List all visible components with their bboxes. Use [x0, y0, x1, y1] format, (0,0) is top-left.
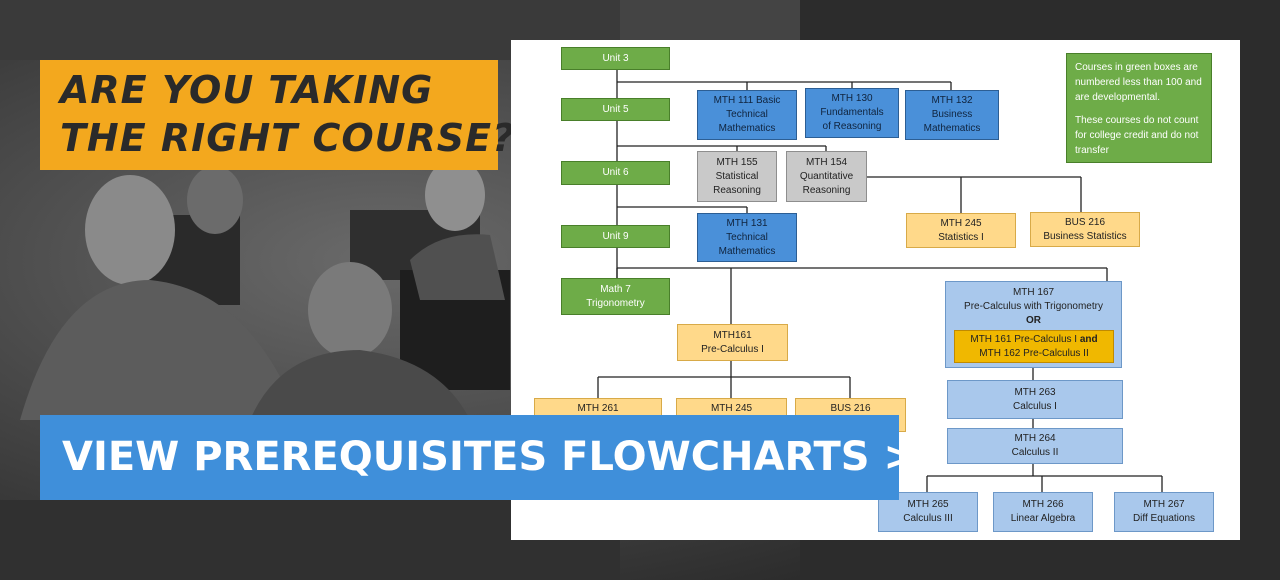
- node-sublabel: Reasoning: [713, 184, 761, 196]
- node-label: BUS 216: [1064, 216, 1106, 228]
- node-sublabel: Technical: [726, 109, 768, 120]
- node-label: MTH 131: [726, 217, 768, 229]
- node-unit-9: Unit 9: [561, 225, 670, 248]
- node-sublabel: Trigonometry: [586, 297, 645, 309]
- node-label: MTH 130: [831, 93, 873, 104]
- node-sublabel: Pre-Calculus with Trigonometry: [964, 301, 1103, 312]
- node-mth-132: MTH 132 Business Mathematics: [905, 90, 999, 140]
- node-sublabel: Quantitative: [799, 170, 854, 182]
- headline-banner: ARE YOU TAKING THE RIGHT COURSE?: [40, 60, 514, 170]
- node-label: Math 7: [600, 283, 631, 295]
- node-unit-5: Unit 5: [561, 98, 670, 121]
- node-mth-131: MTH 131 Technical Mathematics: [697, 213, 797, 262]
- node-label: BUS 216: [830, 403, 871, 414]
- node-and-label: and: [1079, 333, 1098, 345]
- node-sublabel: Calculus II: [1011, 447, 1059, 458]
- node-sublabel: of Reasoning: [822, 121, 882, 132]
- node-mth-264: MTH 264 Calculus II: [947, 428, 1123, 464]
- legend-note: Courses in green boxes are numbered less…: [1066, 53, 1212, 163]
- node-mth-266: MTH 266 Linear Algebra: [993, 492, 1093, 532]
- node-mth-154: MTH 154 Quantitative Reasoning: [786, 151, 867, 202]
- node-sublabel: Calculus III: [903, 513, 953, 524]
- node-label: MTH 261: [577, 403, 619, 414]
- node-sublabel: Calculus I: [1013, 400, 1057, 412]
- node-label: MTH 267: [1143, 499, 1185, 510]
- node-label: MTH 161 Pre-Calculus I: [970, 333, 1080, 345]
- node-mth-161-162: MTH 161 Pre-Calculus I and MTH 162 Pre-C…: [954, 330, 1114, 363]
- node-label: MTH 265: [907, 499, 949, 510]
- node-sublabel: Fundamentals: [820, 107, 884, 118]
- view-flowcharts-button[interactable]: VIEW PREREQUISITES FLOWCHARTS >>: [40, 415, 951, 500]
- node-sublabel: Reasoning: [802, 184, 851, 196]
- node-label: Unit 9: [602, 230, 629, 242]
- node-label: MTH 245: [940, 217, 982, 229]
- node-label: MTH 167: [1012, 287, 1055, 298]
- legend-note-text: These courses do not count for college c…: [1075, 115, 1199, 156]
- node-sublabel: Diff Equations: [1132, 513, 1196, 524]
- node-label: MTH 266: [1022, 499, 1064, 510]
- node-label: MTH 263: [1014, 386, 1056, 398]
- node-label: Unit 6: [602, 167, 629, 178]
- node-label: MTH161: [713, 329, 752, 341]
- node-label: MTH 154: [805, 156, 848, 168]
- node-sublabel: Statistics I: [938, 231, 984, 243]
- node-sublabel: Business: [931, 109, 973, 120]
- node-mth-111: MTH 111 Basic Technical Mathematics: [697, 90, 797, 140]
- node-sublabel: Linear Algebra: [1010, 513, 1076, 524]
- node-sublabel: Pre-Calculus I: [701, 343, 764, 355]
- node-unit-3: Unit 3: [561, 47, 670, 70]
- node-mth-130: MTH 130 Fundamentals of Reasoning: [805, 88, 899, 138]
- node-sublabel: Technical: [726, 231, 768, 243]
- node-math-7: Math 7 Trigonometry: [561, 278, 670, 315]
- node-unit-6: Unit 6: [561, 161, 670, 185]
- node-sublabel: Mathematics: [718, 245, 776, 257]
- node-mth-155: MTH 155 Statistical Reasoning: [697, 151, 777, 202]
- node-mth-267: MTH 267 Diff Equations: [1114, 492, 1214, 532]
- node-label: Unit 3: [602, 52, 629, 64]
- node-sublabel: MTH 162 Pre-Calculus II: [979, 347, 1089, 359]
- headline-line-2: THE RIGHT COURSE?: [60, 116, 516, 160]
- node-label: MTH 111 Basic: [713, 95, 781, 106]
- node-sublabel: Business Statistics: [1043, 230, 1127, 242]
- node-label: MTH 264: [1014, 433, 1056, 444]
- node-sublabel: Statistical: [715, 170, 759, 182]
- node-mth-245-top: MTH 245 Statistics I: [906, 213, 1016, 248]
- node-mth-161: MTH161 Pre-Calculus I: [677, 324, 788, 361]
- node-label: Unit 5: [602, 103, 629, 115]
- node-sublabel: Mathematics: [718, 123, 776, 134]
- node-label: MTH 155: [716, 156, 758, 168]
- node-label: MTH 132: [931, 95, 973, 106]
- node-sublabel: Mathematics: [923, 123, 981, 134]
- node-mth-263: MTH 263 Calculus I: [947, 380, 1123, 419]
- legend-note-text: Courses in green boxes are numbered less…: [1075, 62, 1202, 103]
- headline-line-1: ARE YOU TAKING: [60, 68, 434, 112]
- node-bus-216-top: BUS 216 Business Statistics: [1030, 212, 1140, 247]
- node-or-label: OR: [1026, 315, 1041, 326]
- node-label: MTH 245: [710, 403, 753, 414]
- node-label-combined: MTH 161 Pre-Calculus I and: [970, 333, 1097, 347]
